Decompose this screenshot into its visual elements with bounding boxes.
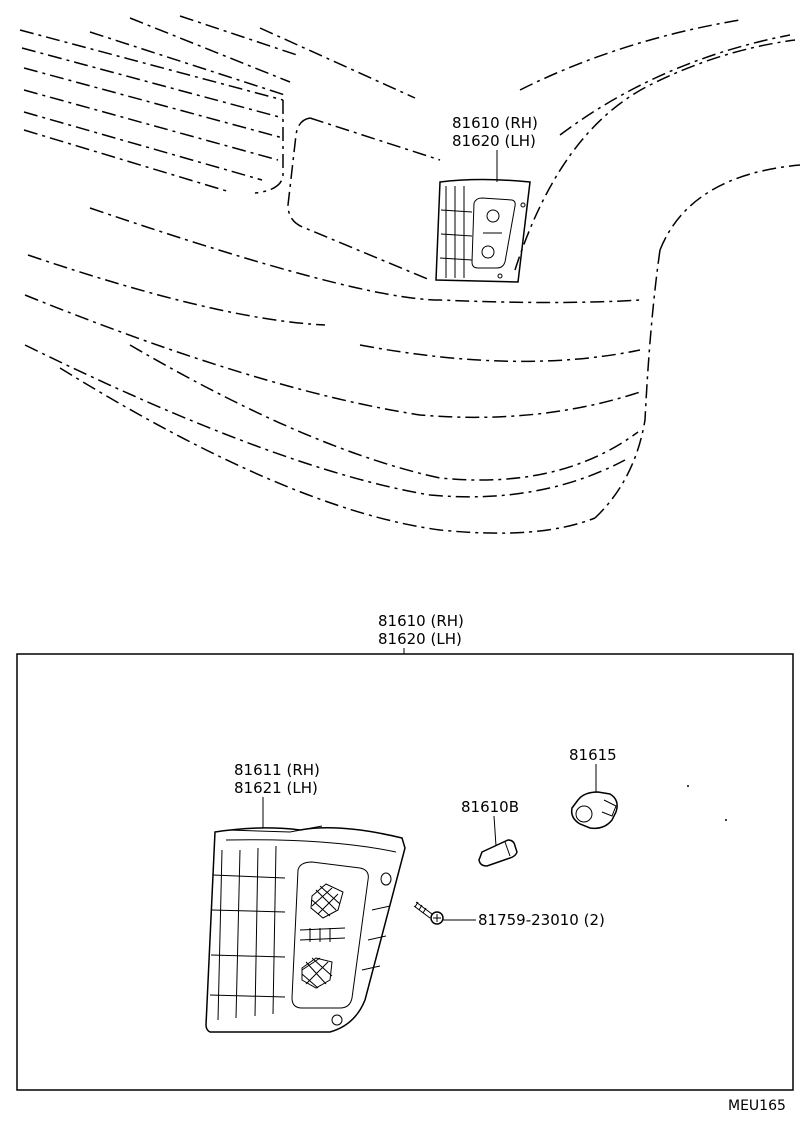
bulb[interactable] — [478, 839, 518, 867]
detail-assembly-label: 81610 (RH) 81620 (LH) — [378, 612, 464, 654]
vehicle-outline — [19, 15, 800, 534]
detail-frame — [16, 653, 794, 1091]
combination-lamp-overview[interactable] — [435, 178, 531, 283]
screw-label-text: 81759-23010 (2) — [478, 911, 605, 929]
overview-label-lh: 81620 (LH) — [452, 132, 536, 150]
drawing-code: MEU165 — [728, 1098, 786, 1114]
socket-label: 81615 — [569, 746, 617, 792]
overview-label-rh: 81610 (RH) — [452, 114, 538, 132]
bulb-leader-line — [493, 815, 497, 847]
socket-label-text: 81615 — [569, 746, 617, 764]
lens-assembly[interactable] — [205, 825, 406, 1033]
socket[interactable] — [570, 791, 618, 830]
bulb-label-text: 81610B — [461, 798, 519, 816]
screw-label: 81759-23010 (2) — [443, 911, 605, 929]
detail-label-lh: 81620 (LH) — [378, 630, 462, 648]
bulb-label: 81610B — [461, 798, 519, 847]
detail-label-rh: 81610 (RH) — [378, 612, 464, 630]
lens-label: 81611 (RH) 81621 (LH) — [234, 761, 320, 828]
screw[interactable] — [413, 901, 444, 925]
lens-label-rh: 81611 (RH) — [234, 761, 320, 779]
overview-label: 81610 (RH) 81620 (LH) — [452, 114, 538, 182]
lens-label-lh: 81621 (LH) — [234, 779, 318, 797]
